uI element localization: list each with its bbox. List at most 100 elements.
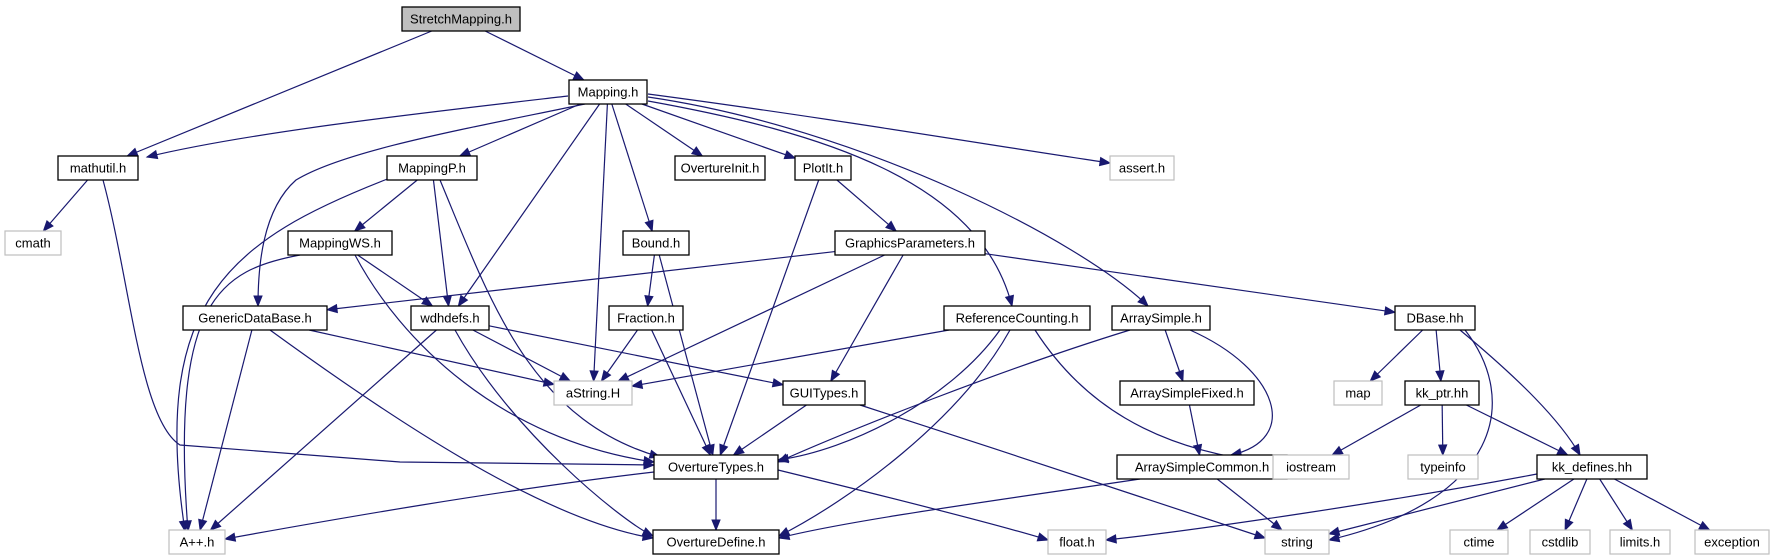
edge-arrowhead: [1104, 534, 1117, 544]
edge-line: [127, 30, 432, 157]
edge-arrowhead: [777, 530, 791, 541]
edge-arraysimplecommon-to-overturedefine: [777, 478, 1141, 541]
edge-arrowhead: [253, 295, 263, 308]
node-fraction[interactable]: Fraction.h: [608, 305, 684, 331]
node-label: ArraySimpleCommon.h: [1135, 460, 1269, 475]
node-label: exception: [1704, 535, 1760, 550]
edge-line: [357, 254, 433, 307]
edge-mathutil-to-cmath: [42, 179, 89, 233]
edge-arrowhead: [600, 369, 612, 383]
edge-line: [777, 469, 1049, 541]
node-label: string: [1281, 535, 1313, 550]
node-overtureinit[interactable]: OvertureInit.h: [674, 155, 766, 181]
edge-arrowhead: [1331, 445, 1344, 456]
edge-mappingp-to-mappingws: [353, 179, 418, 232]
node-arraysimple[interactable]: ArraySimple.h: [1111, 305, 1211, 331]
node-kkptr[interactable]: kk_ptr.hh: [1404, 380, 1480, 406]
edge-line: [472, 329, 571, 382]
node-label: kk_defines.hh: [1552, 460, 1632, 475]
node-overturetypes[interactable]: OvertureTypes.h: [653, 454, 779, 480]
edge-arrowhead: [558, 371, 572, 382]
edge-line: [647, 100, 1013, 307]
node-graphicsparams[interactable]: GraphicsParameters.h: [834, 230, 986, 256]
node-kkdefines[interactable]: kk_defines.hh: [1536, 454, 1648, 480]
edge-line: [176, 177, 391, 532]
node-overturedefine[interactable]: OvertureDefine.h: [652, 529, 780, 555]
edge-arrowhead: [1564, 518, 1574, 532]
node-box: [1333, 380, 1383, 406]
edge-line: [830, 254, 904, 382]
edge-arrowhead: [198, 518, 208, 532]
edge-kkptr-to-typeinfo: [1437, 404, 1448, 457]
node-bound[interactable]: Bound.h: [622, 230, 690, 256]
edge-arrowhead: [885, 220, 898, 232]
node-box: [168, 529, 226, 555]
node-mappingws[interactable]: MappingWS.h: [287, 230, 393, 256]
edge-line: [146, 95, 569, 158]
edge-arrowhead: [1327, 526, 1341, 536]
edge-line: [625, 103, 703, 157]
edge-wdhdefs-to-guitypes: [488, 325, 785, 388]
edge-mapping-to-refcount: [647, 100, 1015, 308]
edge-arrowhead: [783, 150, 797, 160]
edge-graphicsparams-to-genericdb: [325, 250, 836, 314]
node-guitypes[interactable]: GUITypes.h: [782, 380, 866, 406]
edge-line: [1328, 329, 1493, 541]
node-box: [1111, 305, 1211, 331]
node-refcount[interactable]: ReferenceCounting.h: [943, 305, 1091, 331]
edge-arrowhead: [458, 147, 472, 157]
node-label: Bound.h: [632, 236, 680, 251]
node-box: [1272, 454, 1350, 480]
node-label: Mapping.h: [578, 85, 639, 100]
edge-line: [778, 478, 1141, 539]
node-box: [401, 6, 521, 32]
node-dbase[interactable]: DBase.hh: [1394, 305, 1476, 331]
node-wdhdefs[interactable]: wdhdefs.h: [410, 305, 490, 331]
node-arraysimplecommon[interactable]: ArraySimpleCommon.h: [1116, 454, 1288, 480]
edge-arrowhead: [776, 453, 790, 463]
node-box: [1394, 305, 1476, 331]
edge-line: [1369, 329, 1424, 382]
node-box: [568, 79, 648, 105]
node-genericdb[interactable]: GenericDataBase.h: [182, 305, 328, 331]
edge-arrowhead: [1327, 532, 1341, 543]
node-stretch[interactable]: StretchMapping.h: [401, 6, 521, 32]
node-box: [1536, 454, 1648, 480]
edge-arrowhead: [325, 303, 338, 314]
edge-arrowhead: [1437, 444, 1448, 457]
edge-arrowhead: [125, 147, 139, 157]
node-iostream: iostream: [1272, 454, 1350, 480]
edge-mapping-to-astring: [589, 103, 609, 383]
node-box: [1529, 529, 1591, 555]
edge-dbase-to-map: [1369, 329, 1424, 382]
edge-bound-to-fraction: [644, 254, 655, 308]
edge-line: [257, 103, 586, 307]
node-arraysimplefixed[interactable]: ArraySimpleFixed.h: [1119, 380, 1255, 406]
edge-line: [618, 254, 885, 382]
edge-arrowhead: [145, 149, 159, 160]
edge-genericdb-to-overturedefine: [269, 329, 655, 542]
edge-line: [1614, 478, 1710, 531]
node-label: kk_ptr.hh: [1416, 386, 1469, 401]
node-label: Fraction.h: [617, 311, 675, 326]
edge-arrowhead: [1556, 446, 1569, 456]
node-mapping[interactable]: Mapping.h: [568, 79, 648, 105]
node-mappingp[interactable]: MappingP.h: [386, 155, 478, 181]
node-label: limits.h: [1620, 535, 1660, 550]
node-label: MappingP.h: [398, 161, 466, 176]
edge-line: [733, 404, 807, 456]
node-box: [1109, 155, 1175, 181]
edge-arrowhead: [1253, 530, 1267, 540]
node-mathutil[interactable]: mathutil.h: [57, 155, 139, 181]
edge-wdhdefs-to-astring: [472, 329, 572, 382]
edge-arrowhead: [644, 219, 654, 233]
edge-refcount-to-astring: [630, 329, 950, 389]
edge-line: [592, 103, 609, 382]
node-limits: limits.h: [1609, 529, 1671, 555]
edge-arrowhead: [732, 445, 745, 456]
node-plotit[interactable]: PlotIt.h: [794, 155, 852, 181]
node-label: PlotIt.h: [803, 161, 843, 176]
edge-dbase-to-kkptr: [1435, 329, 1445, 383]
edge-arrowhead: [572, 71, 586, 81]
